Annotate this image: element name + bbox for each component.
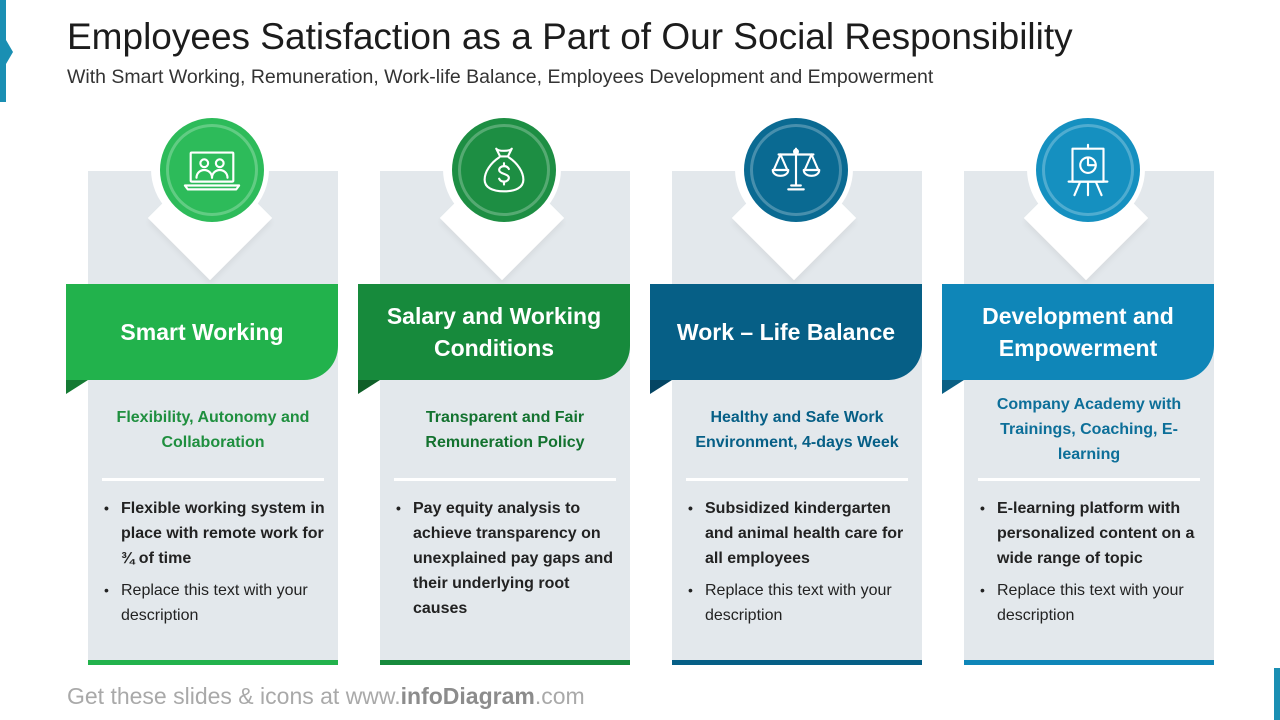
column-divider xyxy=(394,478,616,481)
card-bottom-line xyxy=(88,660,338,665)
footer-prefix: Get these slides & icons at www. xyxy=(67,683,401,709)
left-accent-bar xyxy=(0,0,13,102)
banner-fold xyxy=(358,380,380,394)
bullet-item: Pay equity analysis to achieve transpare… xyxy=(396,496,622,621)
bullet-item: Subsidized kindergarten and animal healt… xyxy=(688,496,914,571)
card-bottom-line xyxy=(672,660,922,665)
presentation-board-icon xyxy=(1067,143,1109,197)
icon-circle-inner xyxy=(166,124,258,216)
money-bag-icon xyxy=(483,147,525,193)
banner-fold xyxy=(66,380,88,394)
bullet-item: Replace this text with your description xyxy=(104,578,330,628)
icon-circle xyxy=(160,118,264,222)
balance-scale-icon xyxy=(771,147,821,191)
icon-circle-inner xyxy=(750,124,842,216)
icon-circle-inner xyxy=(458,124,550,216)
column-highlight: Flexibility, Autonomy and Collaboration xyxy=(116,409,310,451)
column-title-banner: Smart Working xyxy=(66,284,338,380)
column-bullets: Subsidized kindergarten and animal healt… xyxy=(688,496,914,635)
column-development: Development and Empowerment Company Acad… xyxy=(942,0,1214,720)
column-bullets: Pay equity analysis to achieve transpare… xyxy=(396,496,622,628)
page-subtitle: With Smart Working, Remuneration, Work-l… xyxy=(67,66,934,88)
bullet-item: E-learning platform with personalized co… xyxy=(980,496,1206,571)
footer-promo: Get these slides & icons at www.infoDiag… xyxy=(67,683,585,710)
column-highlight: Healthy and Safe Work Environment, 4-day… xyxy=(695,409,899,451)
column-highlight: Company Academy with Trainings, Coaching… xyxy=(996,396,1182,463)
banner-fold xyxy=(650,380,672,394)
card-bottom-line xyxy=(380,660,630,665)
column-highlight: Transparent and Fair Remuneration Policy xyxy=(425,409,585,451)
column-smart-working: Smart Working Flexibility, Autonomy and … xyxy=(66,0,338,720)
column-divider xyxy=(102,478,324,481)
column-divider xyxy=(686,478,908,481)
column-bullets: Flexible working system in place with re… xyxy=(104,496,330,635)
column-title-banner: Salary and Working Conditions xyxy=(358,284,630,380)
icon-circle xyxy=(452,118,556,222)
bullet-item: Replace this text with your description xyxy=(688,578,914,628)
icon-circle xyxy=(1036,118,1140,222)
banner-fold xyxy=(942,380,964,394)
icon-circle xyxy=(744,118,848,222)
bullet-item: Replace this text with your description xyxy=(980,578,1206,628)
column-divider xyxy=(978,478,1200,481)
column-title-banner: Work – Life Balance xyxy=(650,284,922,380)
footer-suffix: .com xyxy=(534,683,585,709)
footer-brand[interactable]: infoDiagram xyxy=(400,683,535,709)
card-bottom-line xyxy=(964,660,1214,665)
column-title-banner: Development and Empowerment xyxy=(942,284,1214,380)
right-accent-bar xyxy=(1274,668,1280,720)
column-salary: Salary and Working Conditions Transparen… xyxy=(358,0,630,720)
column-work-life: Work – Life Balance Healthy and Safe Wor… xyxy=(650,0,922,720)
video-call-icon xyxy=(183,151,241,191)
icon-circle-inner xyxy=(1042,124,1134,216)
column-bullets: E-learning platform with personalized co… xyxy=(980,496,1206,635)
page-title: Employees Satisfaction as a Part of Our … xyxy=(67,16,1073,57)
bullet-item: Flexible working system in place with re… xyxy=(104,496,330,571)
